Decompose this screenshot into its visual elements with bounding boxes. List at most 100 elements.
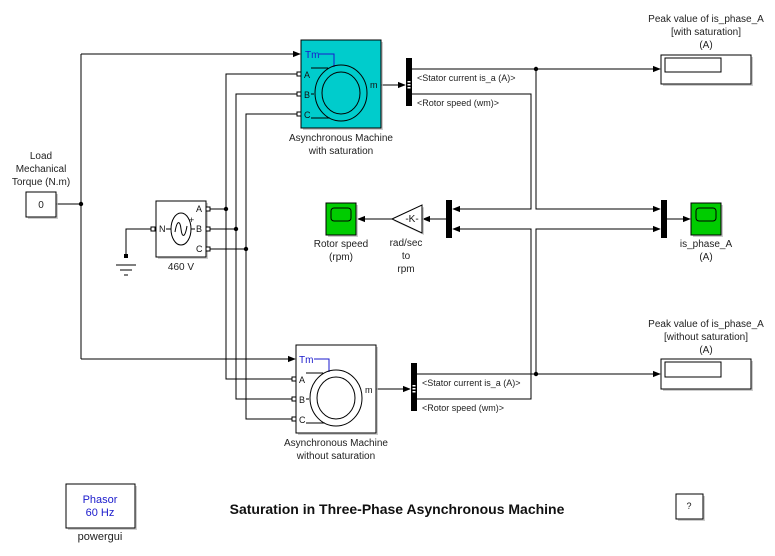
scope-speed-label-1: Rotor speed (314, 239, 368, 250)
help-button[interactable]: ? (675, 493, 705, 521)
gain-triangle[interactable] (390, 204, 423, 234)
help-body[interactable] (675, 493, 704, 520)
port-c: C (299, 415, 306, 425)
display-sat-label-3: (A) (699, 40, 712, 51)
port-a: A (299, 375, 305, 385)
port-b: B (299, 395, 305, 405)
port-marker (150, 226, 156, 232)
port-marker (124, 254, 128, 258)
mux-speed-block[interactable] (446, 200, 452, 238)
source-label: 460 V (168, 262, 194, 273)
display-nosat-label-2: [without saturation] (664, 332, 748, 343)
display-value-field (664, 57, 722, 73)
gain-label-2: to (402, 251, 411, 262)
port-a: A (304, 70, 310, 80)
junction-dot (223, 206, 229, 212)
powergui-frequency: 60 Hz (86, 507, 115, 519)
three-phase-source-block[interactable]: N A B C + 460 V (150, 200, 211, 273)
port-b: B (304, 90, 310, 100)
port-marker (296, 111, 302, 117)
load-torque-label-2: Mechanical (16, 164, 67, 175)
demux-nosat-block[interactable]: <Stator current is_a (A)> <Rotor speed (… (411, 363, 521, 413)
machine-with-saturation-block[interactable]: Tm A B C m Asynchronous Machine with sat… (289, 39, 393, 157)
display-sat-block[interactable]: Peak value of is_phase_A [with saturatio… (648, 14, 764, 86)
ground-block[interactable] (116, 254, 136, 276)
powergui-block[interactable]: Phasor 60 Hz powergui (65, 483, 137, 543)
bus-marker (407, 81, 411, 83)
gain-label-3: rpm (397, 264, 414, 275)
port-marker (205, 226, 211, 232)
powergui-label: powergui (78, 531, 123, 543)
scope-screen-icon (330, 207, 352, 222)
machine-nosat-label-1: Asynchronous Machine (284, 438, 388, 449)
demux-sat-block[interactable]: <Stator current is_a (A)> <Rotor speed (… (406, 58, 516, 108)
wire-stator-sat-branch[interactable] (535, 69, 661, 213)
port-b: B (196, 224, 202, 234)
port-c: C (196, 244, 203, 254)
junction-dot (78, 201, 84, 207)
wire-phase-a-bus[interactable] (225, 73, 298, 380)
scope-current-label-1: is_phase_A (680, 239, 733, 250)
port-tm: Tm (305, 50, 319, 61)
machine-without-saturation-block[interactable]: Tm A B C m Asynchronous Machine without … (284, 344, 388, 462)
port-c: C (304, 110, 311, 120)
signal-label-stator: <Stator current is_a (A)> (422, 378, 521, 388)
machine-nosat-label-2: without saturation (296, 451, 375, 462)
rotor-circle-icon (316, 376, 356, 420)
sine-wave-icon (174, 222, 188, 236)
wire-stator-nosat-branch[interactable] (535, 225, 661, 374)
wire-phase-b-bus[interactable] (235, 93, 298, 400)
port-m: m (365, 385, 373, 395)
scope-current-block[interactable]: is_phase_A (A) (680, 202, 733, 263)
display-nosat-label-1: Peak value of is_phase_A (648, 319, 764, 330)
port-marker (291, 396, 297, 402)
display-nosat-label-3: (A) (699, 345, 712, 356)
tm-line (314, 358, 330, 372)
port-marker (205, 246, 211, 252)
display-sat-label-2: [with saturation] (671, 27, 741, 38)
help-icon: ? (686, 501, 691, 511)
port-marker (291, 376, 297, 382)
port-a: A (196, 204, 202, 214)
scope-speed-label-2: (rpm) (329, 252, 353, 263)
bus-marker (407, 87, 411, 89)
port-marker (296, 91, 302, 97)
gain-block[interactable]: -K- rad/sec to rpm (390, 204, 424, 275)
display-sat-label-1: Peak value of is_phase_A (648, 14, 764, 25)
wire-neutral-ground[interactable] (125, 228, 153, 256)
port-n: N (159, 224, 166, 234)
scope-screen-icon (695, 207, 717, 222)
wire-speed-nosat[interactable] (417, 225, 532, 400)
scope-rotor-speed-block[interactable]: Rotor speed (rpm) (314, 202, 368, 263)
port-tm: Tm (299, 355, 313, 366)
plus-sign: + (189, 215, 194, 225)
port-marker (291, 416, 297, 422)
diagram-title: Saturation in Three-Phase Asynchronous M… (230, 501, 565, 517)
junction-dot (243, 246, 249, 252)
machine-sat-label-1: Asynchronous Machine (289, 133, 393, 144)
machine-nosat-body[interactable] (295, 344, 377, 434)
signal-label-speed: <Rotor speed (wm)> (422, 403, 504, 413)
bus-marker (407, 84, 411, 86)
signal-label-stator: <Stator current is_a (A)> (417, 73, 516, 83)
demux-bar[interactable] (411, 363, 417, 411)
powergui-body[interactable] (65, 483, 136, 529)
load-torque-label-1: Load (30, 151, 52, 162)
load-torque-block[interactable]: Load Mechanical Torque (N.m) 0 (12, 151, 70, 219)
wire-phase-c-bus[interactable] (245, 113, 298, 420)
port-marker (296, 71, 302, 77)
mux-current-block[interactable] (661, 200, 667, 238)
stator-circle-icon (314, 64, 368, 122)
wire-speed-sat[interactable] (412, 93, 532, 213)
ac-source-icon (170, 212, 192, 246)
constant-block[interactable] (25, 191, 57, 218)
machine-sat-body[interactable] (300, 39, 382, 129)
port-marker (205, 206, 211, 212)
constant-value: 0 (38, 200, 44, 211)
display-nosat-block[interactable]: Peak value of is_phase_A [without satura… (648, 319, 764, 391)
display-value-field (664, 361, 722, 378)
wires (56, 50, 691, 420)
tm-line (319, 53, 335, 67)
gain-label-1: rad/sec (390, 238, 423, 249)
